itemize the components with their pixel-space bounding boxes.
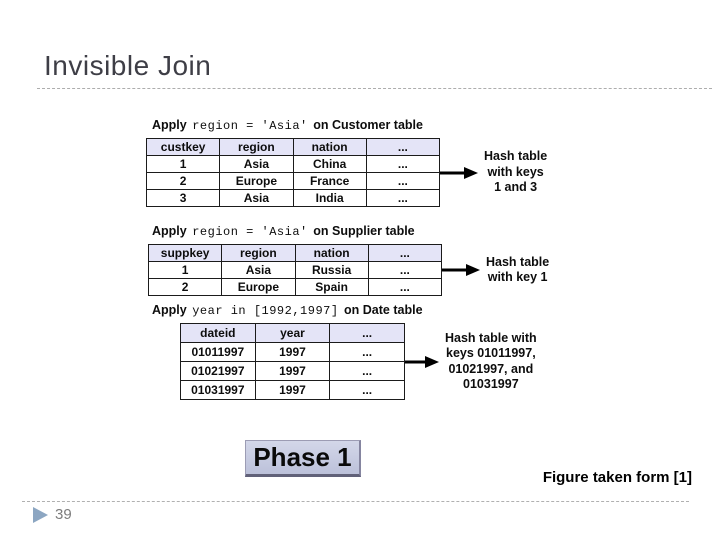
table-cell: ...	[365, 155, 441, 173]
table-cell: 3	[145, 189, 221, 207]
table-header-cell: region	[219, 138, 294, 156]
slide-title: Invisible Join	[44, 50, 212, 81]
table-cell: 2	[147, 278, 223, 296]
table-header-cell: dateid	[180, 323, 256, 343]
table-header-cell: ...	[367, 244, 443, 262]
hash-label-line: Hash table	[486, 254, 550, 269]
hash-label-line: keys 01011997,	[446, 346, 536, 360]
table-header-cell: ...	[365, 138, 441, 156]
hash-label-line: with keys	[487, 164, 544, 179]
table-cell: China	[292, 155, 367, 173]
title-divider	[37, 88, 712, 89]
table-header-cell: year	[254, 323, 331, 343]
hash-label-line: 1 and 3	[494, 180, 538, 195]
arrow-right-icon	[405, 355, 439, 368]
table-cell: ...	[329, 380, 405, 400]
attribution-text: Figure taken form [1]	[542, 469, 692, 486]
page-bullet-icon	[33, 507, 48, 523]
hash-label-line: with key 1	[487, 270, 548, 284]
table-header-cell: region	[221, 244, 296, 262]
panel-caption: Apply region = 'Asia' on Customer table	[152, 118, 547, 133]
panel-caption: Apply region = 'Asia' on Supplier table	[152, 224, 549, 239]
figure-panel-supplier: Apply region = 'Asia' on Supplier table …	[147, 224, 549, 296]
table-cell: ...	[365, 172, 441, 190]
table-cell: ...	[365, 189, 441, 207]
table-cell: Asia	[221, 261, 296, 279]
table-cell: 1	[145, 155, 221, 173]
footer-divider	[22, 501, 689, 502]
caption-target: on Supplier table	[313, 224, 415, 238]
caption-predicate: region = 'Asia'	[192, 225, 308, 239]
arrow-right-icon	[440, 166, 478, 179]
figure-panel-date: Apply year in [1992,1997] on Date table …	[152, 303, 537, 400]
table-cell: Asia	[219, 189, 294, 207]
phase-label: Phase 1	[253, 442, 352, 472]
caption-apply: Apply	[152, 224, 187, 238]
table-cell: 1	[147, 261, 223, 279]
table-cell: France	[292, 172, 367, 190]
table-cell: ...	[367, 278, 443, 296]
table-cell: 01031997	[180, 380, 256, 400]
table-cell: Russia	[294, 261, 369, 279]
caption-apply: Apply	[152, 118, 187, 132]
arrow-right-icon	[442, 264, 480, 276]
table-cell: 1997	[254, 342, 331, 362]
page-number: 39	[55, 506, 72, 523]
table-cell: ...	[329, 361, 405, 381]
caption-target: on Date table	[344, 303, 423, 317]
caption-target: on Customer table	[313, 118, 423, 132]
table-cell: India	[292, 189, 367, 207]
hash-label-line: 01021997, and	[448, 361, 534, 376]
caption-predicate: year in [1992,1997]	[192, 304, 339, 318]
table-cell: 01021997	[180, 361, 256, 381]
table-header-cell: custkey	[145, 138, 221, 156]
panel-caption: Apply year in [1992,1997] on Date table	[152, 303, 537, 318]
table-cell: Europe	[221, 278, 296, 296]
figure-panel-customer: Apply region = 'Asia' on Customer table …	[145, 118, 547, 207]
hash-label-line: Hash table with	[445, 330, 537, 345]
hash-label-line: Hash table	[484, 149, 548, 164]
table-cell: Asia	[219, 155, 294, 173]
caption-apply: Apply	[152, 303, 187, 317]
table-cell: Spain	[294, 278, 369, 296]
table-cell: Europe	[219, 172, 294, 190]
table-cell: ...	[367, 261, 443, 279]
caption-predicate: region = 'Asia'	[192, 119, 308, 133]
table-header-cell: ...	[329, 323, 405, 343]
table-header-cell: nation	[292, 138, 367, 156]
hash-label-line: 01031997	[463, 377, 519, 391]
table-header-cell: suppkey	[147, 244, 223, 262]
table-cell: 2	[145, 172, 221, 190]
table-cell: 1997	[254, 380, 331, 400]
table-header-cell: nation	[294, 244, 369, 262]
table-cell: 01011997	[180, 342, 256, 362]
table-cell: ...	[329, 342, 405, 362]
table-cell: 1997	[254, 361, 331, 381]
phase-box: Phase 1	[245, 440, 361, 477]
